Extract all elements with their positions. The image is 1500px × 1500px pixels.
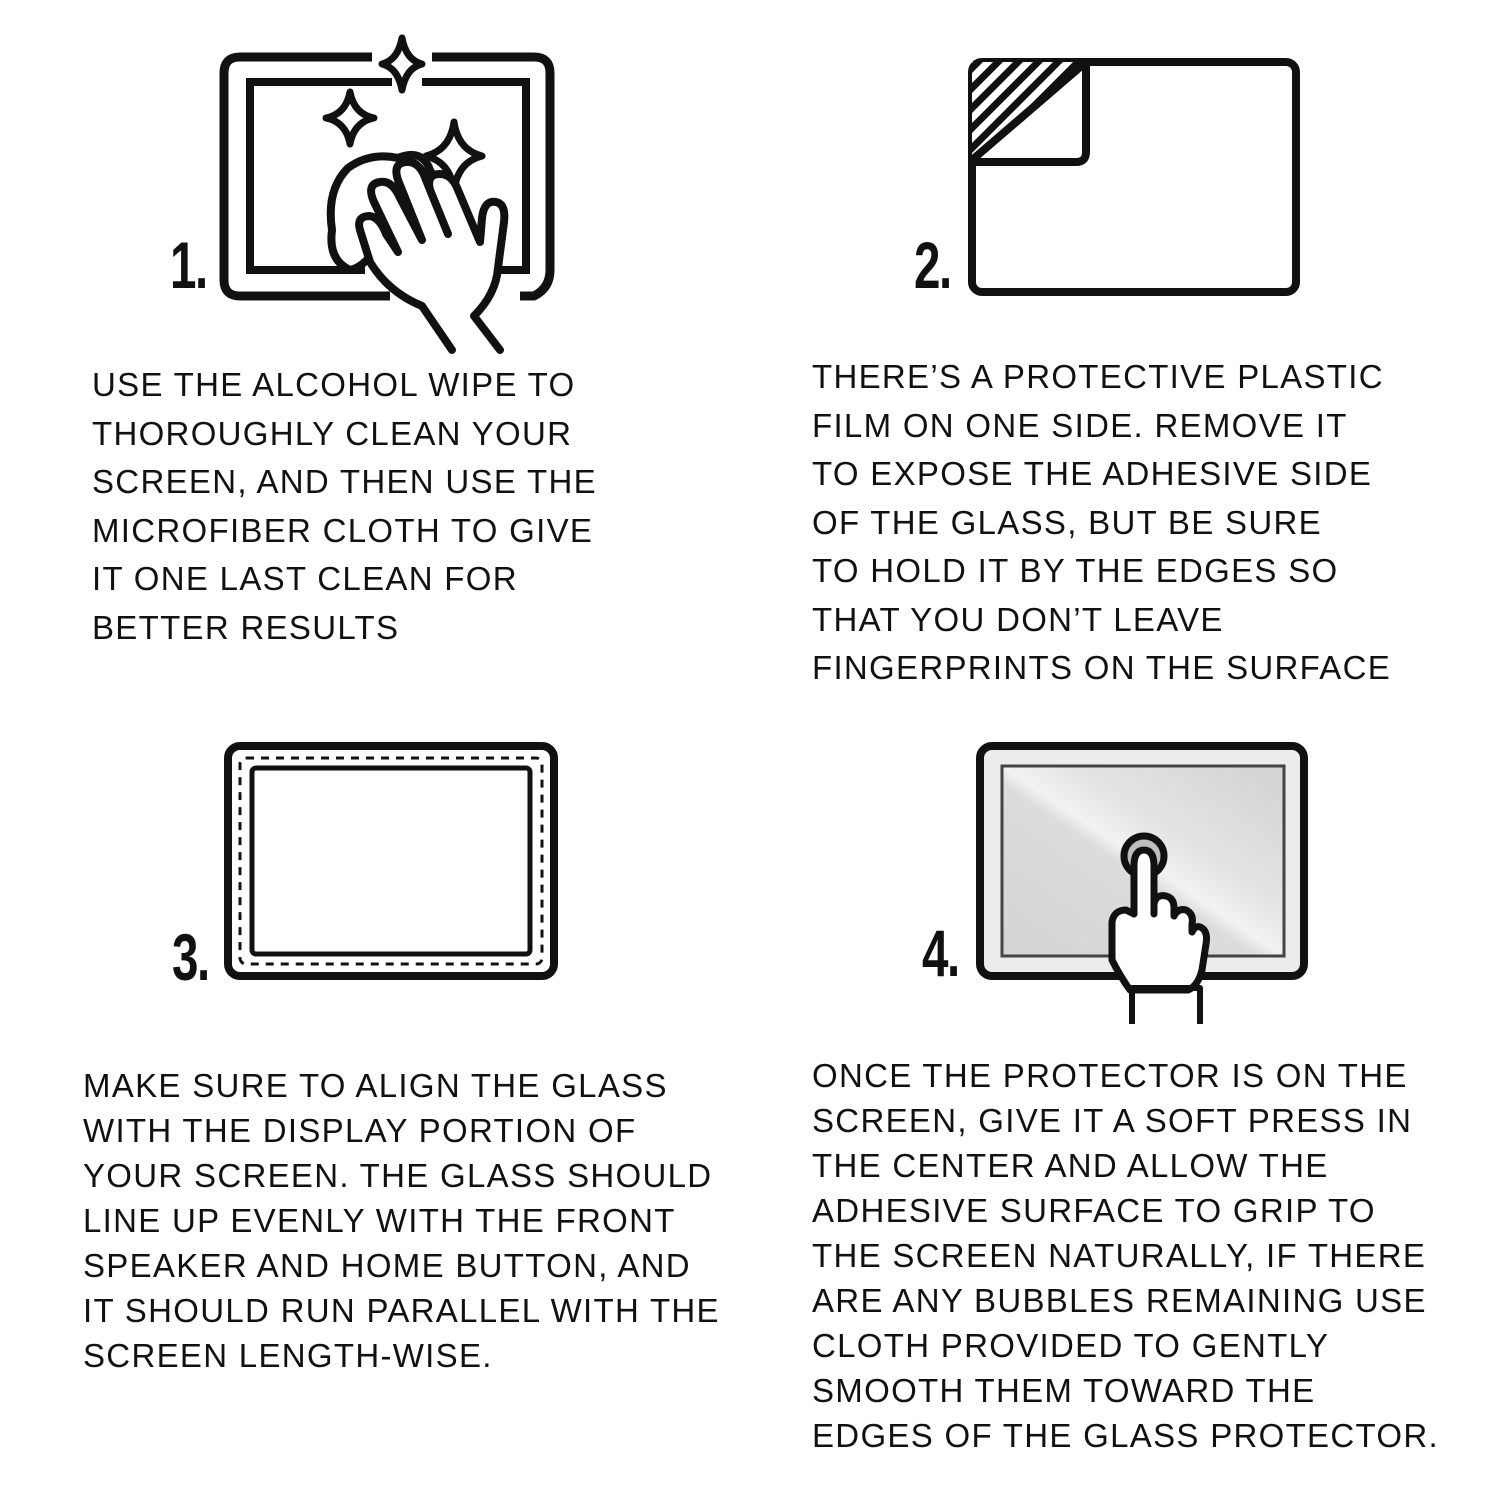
peel-film-icon [968,58,1300,296]
instruction-line: MAKE SURE TO ALIGN THE GLASS [83,1067,668,1104]
instruction-line: IT SHOULD RUN PARALLEL WITH THE [83,1292,720,1329]
step-number: 3. [172,920,210,994]
step-1-instructions: USE THE ALCOHOL WIPE TO THOROUGHLY CLEAN… [92,361,597,652]
instruction-line: OF THE GLASS, BUT BE SURE [812,503,1322,541]
instruction-line: TO EXPOSE THE ADHESIVE SIDE [812,455,1373,492]
press-center-icon [976,742,1308,1024]
instruction-line: SCREEN, AND THEN USE THE [92,463,597,500]
instruction-line: THE SCREEN NATURALLY, IF THERE [812,1237,1427,1274]
instruction-line: LINE UP EVENLY WITH THE FRONT [83,1202,676,1239]
align-glass-icon [224,742,558,980]
instruction-line: WITH THE DISPLAY PORTION OF [83,1112,637,1149]
instruction-line: MICROFIBER CLOTH TO GIVE [92,511,594,549]
instruction-line: SMOOTH THEM TOWARD THE [812,1372,1316,1409]
instruction-line: FILM ON ONE SIDE. REMOVE IT [812,406,1348,444]
instruction-line: YOUR SCREEN. THE GLASS SHOULD [83,1157,713,1194]
instruction-line: SPEAKER AND HOME BUTTON, AND [83,1247,691,1284]
step-number: 1. [170,228,208,302]
instruction-line: THOROUGHLY CLEAN YOUR [92,414,573,452]
instruction-line: BETTER RESULTS [92,608,400,646]
instruction-line: SCREEN, GIVE IT A SOFT PRESS IN [812,1102,1413,1139]
instruction-line: THAT YOU DON’T LEAVE [812,600,1224,638]
instruction-line: IT ONE LAST CLEAN FOR [92,560,518,597]
instruction-line: FINGERPRINTS ON THE SURFACE [812,649,1392,686]
wipe-screen-icon [219,34,555,354]
instruction-line: ADHESIVE SURFACE TO GRIP TO [812,1192,1376,1229]
instruction-line: ARE ANY BUBBLES REMAINING USE [812,1282,1427,1319]
instruction-line: TO HOLD IT BY THE EDGES SO [812,552,1339,589]
instruction-line: USE THE ALCOHOL WIPE TO [92,366,576,403]
instruction-line: CLOTH PROVIDED TO GENTLY [812,1327,1330,1364]
step-3-instructions: MAKE SURE TO ALIGN THE GLASS WITH THE DI… [83,1063,720,1378]
instruction-line: ONCE THE PROTECTOR IS ON THE [812,1057,1408,1094]
step-4-instructions: ONCE THE PROTECTOR IS ON THE SCREEN, GIV… [812,1053,1439,1458]
instruction-line: EDGES OF THE GLASS PROTECTOR. [812,1417,1439,1454]
instruction-line: THE CENTER AND ALLOW THE [812,1147,1329,1184]
step-2-instructions: THERE’S A PROTECTIVE PLASTIC FILM ON ONE… [812,353,1391,693]
step-number: 2. [914,228,952,302]
instruction-line: SCREEN LENGTH-WISE. [83,1337,493,1374]
instruction-line: THERE’S A PROTECTIVE PLASTIC [812,358,1384,395]
step-number: 4. [922,916,960,990]
